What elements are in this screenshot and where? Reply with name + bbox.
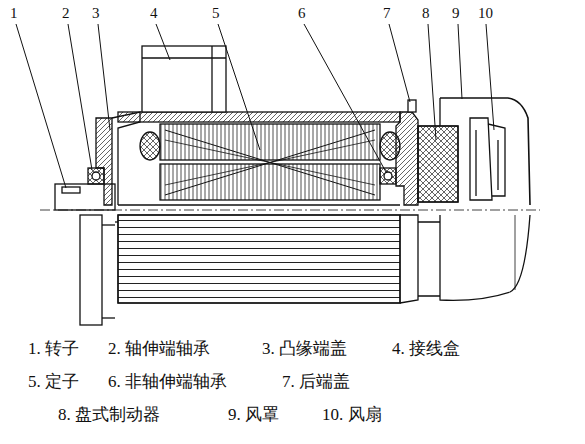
housing bbox=[118, 204, 400, 205]
leader-line bbox=[16, 24, 66, 188]
leader-line bbox=[98, 24, 110, 130]
flange-end-cover bbox=[112, 112, 140, 205]
leader-line bbox=[458, 24, 462, 99]
stator bbox=[165, 140, 375, 185]
leader-line bbox=[428, 24, 436, 140]
leader-line bbox=[389, 24, 410, 102]
stator bbox=[160, 124, 380, 160]
part-legend-entry: 6. 非轴伸端轴承 bbox=[108, 373, 227, 390]
stator bbox=[160, 164, 380, 200]
part-legend-entry: 2. 轴伸端轴承 bbox=[108, 340, 210, 357]
fan-cover bbox=[439, 98, 440, 126]
motor-frame-exterior bbox=[115, 215, 440, 303]
leader-line bbox=[486, 24, 494, 130]
fan-cover bbox=[440, 98, 530, 300]
fan-cover bbox=[515, 215, 516, 290]
flange-end-cover bbox=[102, 317, 115, 318]
leader-line bbox=[218, 24, 260, 150]
motor-illustration bbox=[16, 24, 540, 325]
callout-number: 4 bbox=[150, 6, 158, 21]
terminal-box bbox=[142, 46, 226, 112]
fan bbox=[497, 140, 498, 190]
part-legend-entry: 8. 盘式制动器 bbox=[58, 406, 160, 423]
motor-frame-exterior bbox=[118, 215, 400, 303]
rear-end-cover bbox=[396, 100, 418, 205]
disc-brake bbox=[418, 126, 458, 202]
motor-frame-exterior bbox=[400, 215, 418, 303]
bearing bbox=[384, 172, 392, 180]
callout-number: 7 bbox=[383, 6, 391, 21]
motor-frame-exterior bbox=[418, 222, 440, 296]
fan bbox=[470, 118, 492, 200]
part-legend-entry: 1. 转子 bbox=[28, 340, 79, 357]
leader-line bbox=[304, 24, 386, 172]
bearing bbox=[380, 168, 396, 184]
callout-number: 6 bbox=[298, 6, 306, 21]
callout-number: 10 bbox=[478, 6, 493, 21]
fan bbox=[475, 130, 476, 196]
part-legend-entry: 4. 接线盒 bbox=[392, 340, 460, 357]
fan bbox=[488, 124, 505, 196]
motor-frame-exterior bbox=[118, 215, 400, 303]
shaft bbox=[62, 187, 80, 193]
callout-number: 8 bbox=[422, 6, 430, 21]
stator bbox=[140, 132, 160, 160]
part-legend-entry: 5. 定子 bbox=[28, 373, 79, 390]
part-legend-entry: 10. 风扇 bbox=[322, 406, 382, 423]
rear-end-cover bbox=[408, 100, 416, 112]
fan-cover bbox=[440, 215, 530, 300]
stator bbox=[165, 130, 375, 195]
terminal-box bbox=[142, 46, 226, 112]
leader-line bbox=[156, 24, 170, 60]
motor-frame-exterior bbox=[115, 221, 118, 222]
housing bbox=[118, 112, 400, 205]
bearing bbox=[88, 168, 104, 184]
bearing bbox=[92, 172, 100, 180]
stator bbox=[140, 124, 400, 200]
rear-end-cover bbox=[396, 112, 418, 205]
shaft bbox=[40, 210, 540, 211]
disc-brake bbox=[418, 126, 458, 202]
callout-number: 1 bbox=[10, 6, 18, 21]
leader-line bbox=[68, 24, 92, 170]
fan bbox=[470, 118, 505, 200]
terminal-box bbox=[211, 46, 212, 112]
callout-number: 2 bbox=[62, 6, 70, 21]
terminal-box bbox=[142, 57, 226, 58]
leader-line bbox=[16, 24, 494, 188]
part-legend-entry: 3. 凸缘端盖 bbox=[262, 340, 347, 357]
part-legend-entry: 9. 风罩 bbox=[228, 406, 279, 423]
part-legend-entry: 7. 后端盖 bbox=[282, 373, 350, 390]
callout-number: 9 bbox=[452, 6, 460, 21]
fan-cover bbox=[440, 98, 530, 205]
flange-end-cover bbox=[80, 215, 102, 325]
callout-number: 3 bbox=[92, 6, 100, 21]
disc-brake bbox=[418, 126, 458, 202]
flange-end-cover bbox=[96, 118, 112, 205]
callout-number: 5 bbox=[212, 6, 220, 21]
flange-end-cover bbox=[102, 224, 115, 225]
